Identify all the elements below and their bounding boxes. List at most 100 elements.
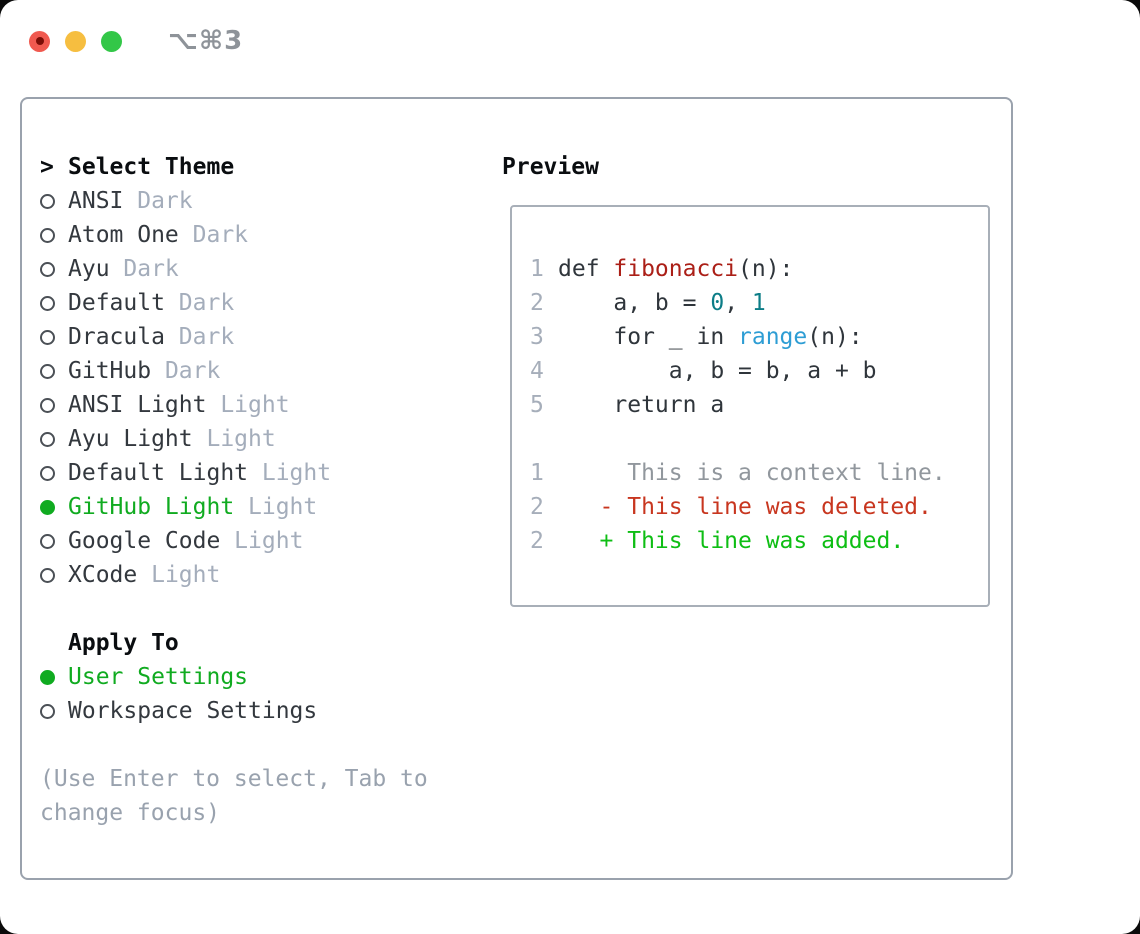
theme-option-default-light[interactable]: Default Light Light: [40, 456, 428, 490]
hint-line-1: (Use Enter to select, Tab to: [40, 766, 428, 792]
radio-dot-empty: [40, 431, 55, 447]
radio-icon[interactable]: [40, 295, 68, 311]
spacer-row: [40, 728, 428, 762]
line-number: 2: [530, 290, 544, 316]
option-variant-label: Light: [234, 494, 318, 520]
radio-icon[interactable]: [40, 329, 68, 345]
code-line: 2 a, b = 0, 1: [530, 286, 946, 320]
option-label: Ayu Light: [68, 426, 193, 452]
radio-icon[interactable]: [40, 465, 68, 481]
line-number: 5: [530, 392, 544, 418]
line-number: 1: [530, 460, 544, 486]
theme-option-ansi-light[interactable]: ANSI Light Light: [40, 388, 428, 422]
option-variant-label: Dark: [164, 290, 235, 316]
option-label: XCode: [68, 562, 138, 588]
apply-to-title: Apply To: [68, 630, 179, 656]
radio-selected-icon[interactable]: [40, 499, 68, 515]
radio-dot-empty: [40, 397, 55, 413]
line-number: 2: [530, 528, 544, 554]
option-label: Atom One: [68, 222, 179, 248]
option-label: ANSI Light: [68, 392, 207, 418]
radio-dot-empty: [40, 363, 55, 379]
code-text: for _ in range(n):: [558, 324, 863, 350]
option-variant-label: Dark: [109, 256, 179, 282]
radio-selected-icon[interactable]: [40, 669, 68, 685]
radio-icon[interactable]: [40, 533, 68, 549]
theme-option-ayu-light[interactable]: Ayu Light Light: [40, 422, 428, 456]
line-number: 2: [530, 494, 544, 520]
code-line: 2 + This line was added.: [530, 524, 946, 558]
code-text: - This line was deleted.: [558, 494, 932, 520]
option-label: GitHub: [68, 358, 152, 384]
option-variant-label: Light: [248, 460, 332, 486]
line-number: 4: [530, 358, 544, 384]
theme-option-atom-one[interactable]: Atom One Dark: [40, 218, 428, 252]
code-line: 3 for _ in range(n):: [530, 320, 946, 354]
option-label: ANSI: [68, 188, 124, 214]
apply-option-user-settings[interactable]: User Settings: [40, 660, 428, 694]
code-text: a, b = b, a + b: [558, 358, 877, 384]
close-button[interactable]: [29, 30, 50, 52]
code-blank-line: [530, 422, 946, 456]
code-line: 4 a, b = b, a + b: [530, 354, 946, 388]
radio-dot-empty: [40, 295, 55, 311]
radio-dot-filled: [40, 669, 55, 685]
titlebar: ⌥⌘3: [29, 26, 243, 56]
select-theme-header-row: > Select Theme: [40, 150, 428, 184]
option-variant-label: Light: [137, 562, 221, 588]
code-text: def fibonacci(n):: [558, 256, 794, 282]
radio-icon[interactable]: [40, 261, 68, 277]
code-text: a, b = 0, 1: [558, 290, 766, 316]
hint-line-2: change focus): [40, 800, 221, 826]
option-label: User Settings: [68, 664, 249, 690]
theme-option-github[interactable]: GitHub Dark: [40, 354, 428, 388]
radio-icon[interactable]: [40, 397, 68, 413]
select-theme-title: Select Theme: [68, 154, 235, 180]
theme-option-default[interactable]: Default Dark: [40, 286, 428, 320]
radio-dot-empty: [40, 261, 55, 277]
code-line: 1 This is a context line.: [530, 456, 946, 490]
option-label: Workspace Settings: [68, 698, 318, 724]
option-label: Default: [68, 290, 165, 316]
radio-dot-empty: [40, 465, 55, 481]
theme-option-ansi[interactable]: ANSI Dark: [40, 184, 428, 218]
option-label: Ayu: [68, 256, 110, 282]
preview-title: Preview: [502, 154, 599, 180]
radio-dot-empty: [40, 193, 55, 209]
radio-dot-filled: [40, 499, 55, 515]
option-variant-label: Dark: [123, 188, 193, 214]
apply-option-workspace-settings[interactable]: Workspace Settings: [40, 694, 428, 728]
apply-to-header-row: Apply To: [40, 626, 428, 660]
option-variant-label: Dark: [151, 358, 221, 384]
option-label: GitHub Light: [68, 494, 235, 520]
theme-option-google-code[interactable]: Google Code Light: [40, 524, 428, 558]
radio-icon[interactable]: [40, 363, 68, 379]
radio-icon[interactable]: [40, 227, 68, 243]
zoom-button[interactable]: [101, 30, 122, 52]
radio-icon[interactable]: [40, 703, 68, 719]
line-number: 1: [530, 256, 544, 282]
focus-caret-icon: >: [40, 154, 54, 180]
theme-option-xcode[interactable]: XCode Light: [40, 558, 428, 592]
radio-dot-empty: [40, 533, 55, 549]
minimize-button[interactable]: [65, 30, 86, 52]
theme-option-ayu[interactable]: Ayu Dark: [40, 252, 428, 286]
radio-dot-empty: [40, 227, 55, 243]
radio-dot-empty: [40, 329, 55, 345]
theme-option-github-light[interactable]: GitHub Light Light: [40, 490, 428, 524]
radio-icon[interactable]: [40, 567, 68, 583]
code-line: 1 def fibonacci(n):: [530, 252, 946, 286]
radio-icon[interactable]: [40, 431, 68, 447]
option-variant-label: Dark: [178, 222, 249, 248]
close-dot-icon: [35, 37, 44, 45]
theme-option-dracula[interactable]: Dracula Dark: [40, 320, 428, 354]
code-line: 5 return a: [530, 388, 946, 422]
radio-icon[interactable]: [40, 193, 68, 209]
option-variant-label: Light: [220, 528, 304, 554]
